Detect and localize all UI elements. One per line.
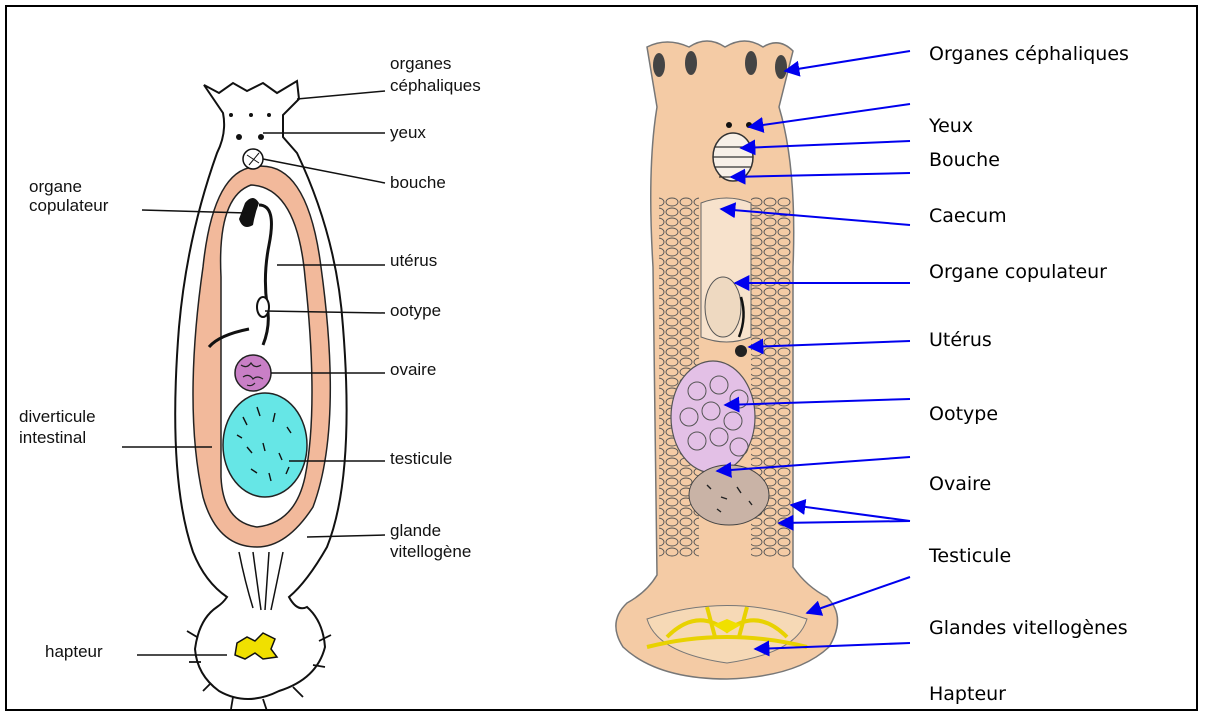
- label-r-glandes-vitellogenes: Glandes vitellogènes: [929, 617, 1128, 639]
- label-r-organe-copulateur: Organe copulateur: [929, 261, 1107, 283]
- label-r-yeux: Yeux: [929, 115, 973, 137]
- right-pharynx: [713, 133, 753, 181]
- right-eye: [726, 122, 732, 128]
- label-r-testicule: Testicule: [929, 545, 1011, 567]
- label-r-bouche: Bouche: [929, 149, 1000, 171]
- label-r-organes-cephaliques: Organes céphaliques: [929, 43, 1129, 65]
- right-ovary-region: [689, 465, 769, 525]
- figure-frame: organes céphaliques yeux bouche organe c…: [5, 5, 1198, 711]
- label-r-uterus: Utérus: [929, 329, 992, 351]
- label-r-ootype: Ootype: [929, 403, 998, 425]
- label-r-caecum: Caecum: [929, 205, 1007, 227]
- label-r-hapteur: Hapteur: [929, 683, 1006, 705]
- label-r-ovaire: Ovaire: [929, 473, 991, 495]
- right-diagram: [7, 7, 1198, 711]
